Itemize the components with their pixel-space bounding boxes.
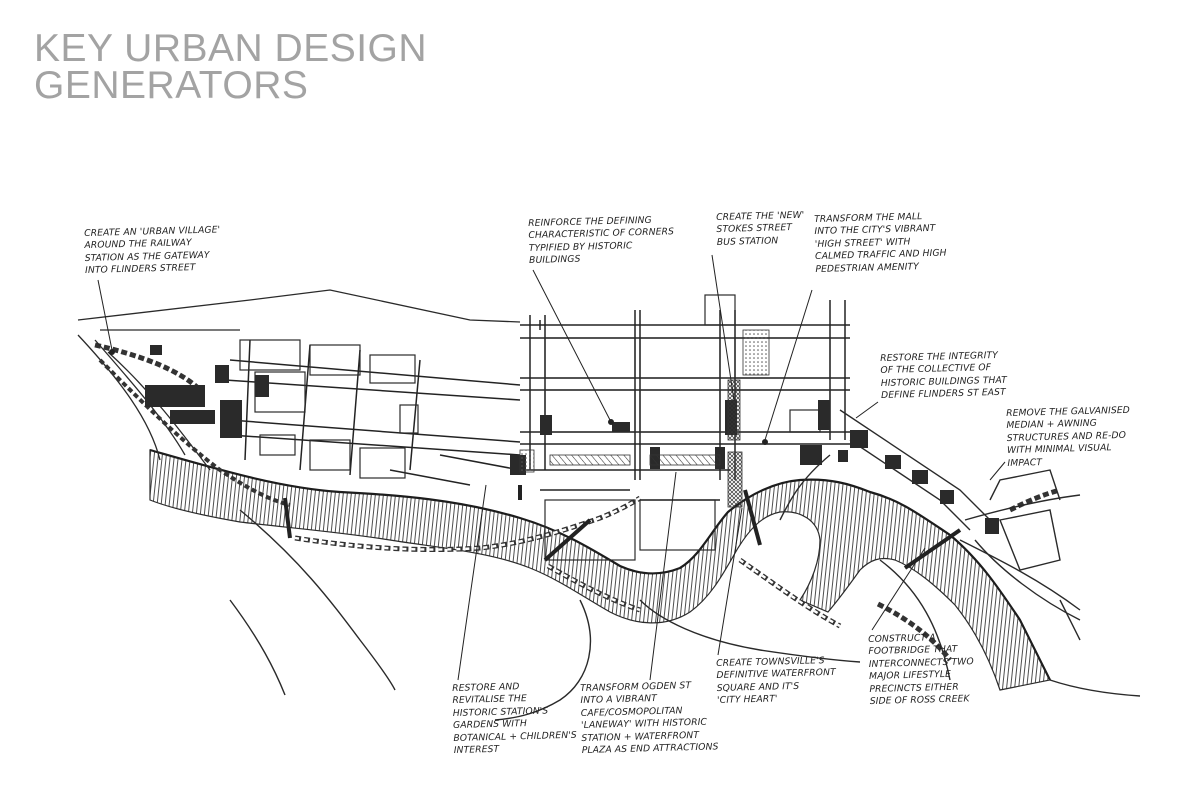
annotation-median: REMOVE THE GALVANISED MEDIAN + AWNING ST…	[1006, 404, 1131, 469]
railway-track	[98, 358, 291, 507]
annotation-bus-station: CREATE THE 'NEW' STOKES STREET BUS STATI…	[716, 209, 805, 248]
title-line-2: GENERATORS	[34, 64, 309, 107]
diagram-title: KEY URBAN DESIGN GENERATORS	[34, 27, 428, 107]
annotation-ogden: TRANSFORM OGDEN ST INTO A VIBRANT CAFE/C…	[580, 680, 719, 757]
annotation-leaders	[97, 254, 1006, 681]
annotation-waterfront: CREATE TOWNSVILLE'S DEFINITIVE WATERFRON…	[716, 655, 836, 707]
annotation-flinders-east: RESTORE THE INTEGRITY OF THE COLLECTIVE …	[880, 349, 1008, 402]
annotation-mall: TRANSFORM THE MALL INTO THE CITY'S VIBRA…	[814, 211, 947, 275]
ogden-street-strip	[549, 454, 721, 466]
annotation-station-gardens: RESTORE AND REVITALISE THE HISTORIC STAT…	[452, 681, 577, 757]
title-line-1: KEY URBAN DESIGN	[34, 27, 428, 70]
annotation-urban-village: CREATE AN 'URBAN VILLAGE' AROUND THE RAI…	[84, 224, 221, 277]
river-banks	[229, 509, 1141, 721]
annotation-corners: REINFORCE THE DEFINING CHARACTERISTIC OF…	[528, 214, 675, 267]
annotation-footbridge: CONSTRUCT A FOOTBRIDGE THAT INTERCONNECT…	[868, 632, 974, 708]
bridges	[283, 485, 962, 570]
mall-strip	[519, 329, 770, 508]
